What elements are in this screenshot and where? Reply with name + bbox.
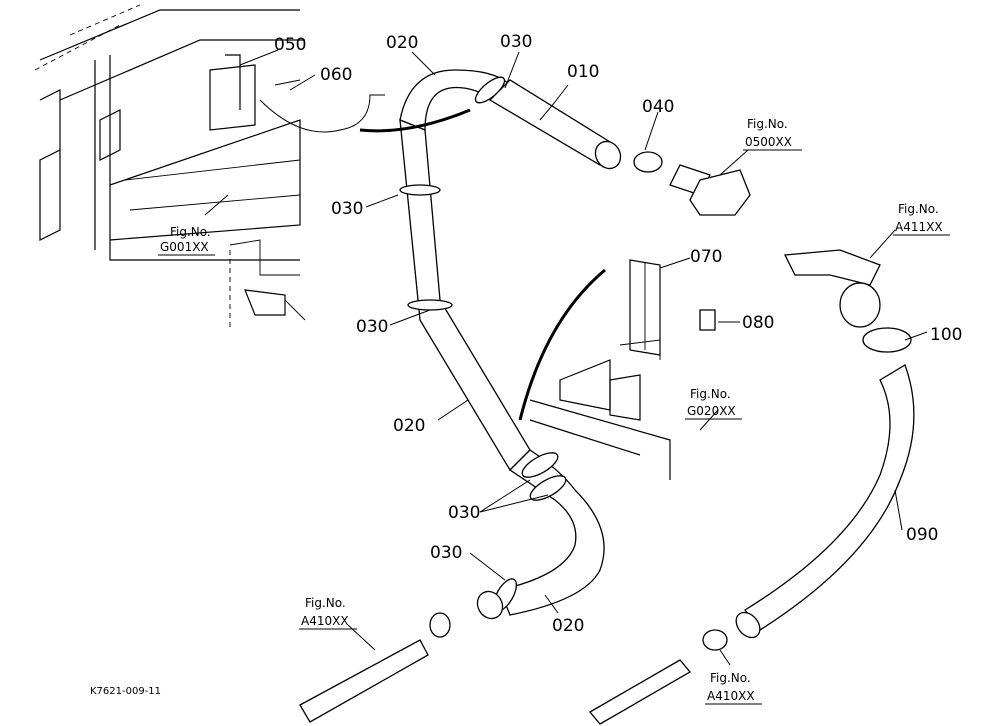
lower-pipes (299, 590, 728, 725)
figref-label: Fig.No. (710, 671, 751, 685)
figref-g020[interactable]: Fig.No. G020XX (685, 387, 742, 420)
label-030-mid: 030 (356, 317, 388, 337)
label-060: 060 (320, 65, 352, 85)
figref-label: Fig.No. (305, 596, 346, 610)
frame-structure-upper-left (34, 4, 385, 330)
part-labels: 010 020 020 020 030 030 030 030 030 040 … (274, 32, 962, 636)
figref-g001[interactable]: Fig.No. G001XX (158, 225, 215, 256)
label-030-lower: 030 (448, 503, 480, 523)
label-090: 090 (906, 525, 938, 545)
figref-code: A410XX (301, 614, 349, 628)
figref-label: Fig.No. (170, 225, 211, 239)
bracket-structure-right (529, 259, 716, 480)
label-030-upper: 030 (331, 199, 363, 219)
figref-a410-left[interactable]: Fig.No. A410XX (299, 596, 357, 630)
radiator-tube-020 (359, 69, 606, 616)
leader-lines (204, 49, 928, 666)
figref-code: A411XX (895, 220, 943, 234)
figref-label: Fig.No. (747, 117, 788, 131)
figref-code: 0500XX (745, 135, 792, 149)
drawing-code: K7621-009-11 (90, 686, 161, 697)
label-040: 040 (642, 97, 674, 117)
figref-0500[interactable]: Fig.No. 0500XX (743, 117, 802, 151)
figref-a410-right[interactable]: Fig.No. A410XX (705, 671, 762, 705)
figure-references: Fig.No. G001XX Fig.No. 0500XX Fig.No. A4… (158, 117, 950, 705)
label-030-top: 030 (500, 32, 532, 52)
label-020-bottom: 020 (552, 616, 584, 636)
upper-hose-010 (488, 79, 751, 216)
label-100: 100 (930, 325, 962, 345)
label-020-middle: 020 (393, 416, 425, 436)
figref-code: G001XX (160, 240, 209, 254)
figref-label: Fig.No. (898, 202, 939, 216)
label-010: 010 (567, 62, 599, 82)
figref-code: A410XX (707, 689, 755, 703)
label-050: 050 (274, 35, 306, 55)
label-030-bottom: 030 (430, 543, 462, 563)
label-020-top: 020 (386, 33, 418, 53)
figref-a411[interactable]: Fig.No. A411XX (893, 202, 950, 236)
label-070: 070 (690, 247, 722, 267)
label-080: 080 (742, 313, 774, 333)
figref-label: Fig.No. (690, 387, 731, 401)
figref-code: G020XX (687, 404, 736, 418)
lower-hose-090 (735, 249, 915, 639)
